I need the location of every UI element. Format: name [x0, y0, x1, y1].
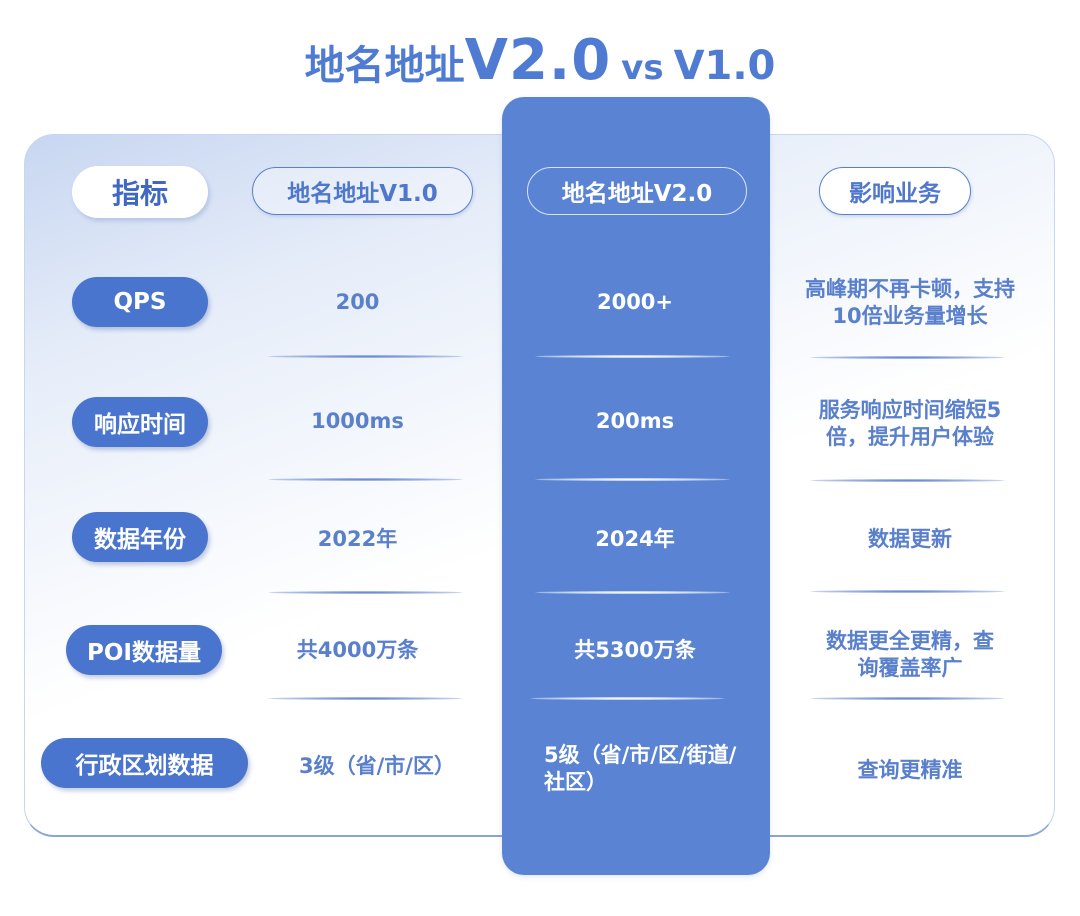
row-divider: [268, 697, 463, 700]
row-divider: [268, 478, 463, 481]
row-divider: [535, 355, 730, 358]
v2-value-response-time: 200ms: [595, 409, 675, 434]
row-divider: [810, 590, 1005, 593]
v1-value-admin-division: 3级（省/市/区）: [299, 754, 455, 779]
row-divider: [810, 356, 1005, 359]
metric-label-response-time: 响应时间: [72, 397, 208, 447]
v2-value-poi-count: 共5300万条: [574, 638, 696, 663]
row-divider: [535, 478, 730, 481]
v2-value-qps: 2000+: [596, 290, 674, 315]
impact-admin-division: 查询更精准: [857, 758, 963, 783]
impact-response-time: 服务响应时间缩短5倍，提升用户体验: [818, 397, 1002, 449]
metric-label-qps: QPS: [72, 277, 208, 327]
title-compare-version: V1.0: [673, 43, 776, 89]
v1-value-data-year: 2022年: [317, 527, 398, 552]
impact-data-year: 数据更新: [868, 527, 952, 552]
title-highlight-version: V2.0: [464, 28, 612, 93]
v1-value-response-time: 1000ms: [311, 409, 404, 434]
header-v1: 地名地址V1.0: [252, 167, 473, 215]
row-divider: [810, 479, 1005, 482]
v2-value-data-year: 2024年: [595, 527, 675, 552]
impact-qps: 高峰期不再卡顿，支持10倍业务量增长: [805, 276, 1015, 328]
header-metric: 指标: [72, 166, 208, 218]
v1-value-poi-count: 共4000万条: [296, 638, 419, 663]
title-vs: vs: [621, 48, 664, 88]
metric-label-data-year: 数据年份: [72, 512, 208, 562]
v2-highlight-column: [502, 97, 770, 875]
v1-value-qps: 200: [335, 290, 380, 315]
title-prefix: 地名地址: [304, 43, 465, 89]
row-divider: [268, 591, 463, 594]
row-divider: [530, 697, 725, 700]
header-v2: 地名地址V2.0: [527, 167, 747, 215]
row-divider: [810, 697, 1005, 700]
metric-label-poi-count: POI数据量: [66, 625, 222, 675]
v2-value-admin-division: 5级（省/市/区/街道/社区）: [544, 742, 737, 794]
metric-label-admin-division: 行政区划数据: [41, 738, 248, 788]
impact-poi-count: 数据更全更精，查询覆盖率广: [826, 628, 994, 680]
row-divider: [535, 591, 730, 594]
header-impact: 影响业务: [819, 167, 971, 215]
row-divider: [268, 355, 463, 358]
